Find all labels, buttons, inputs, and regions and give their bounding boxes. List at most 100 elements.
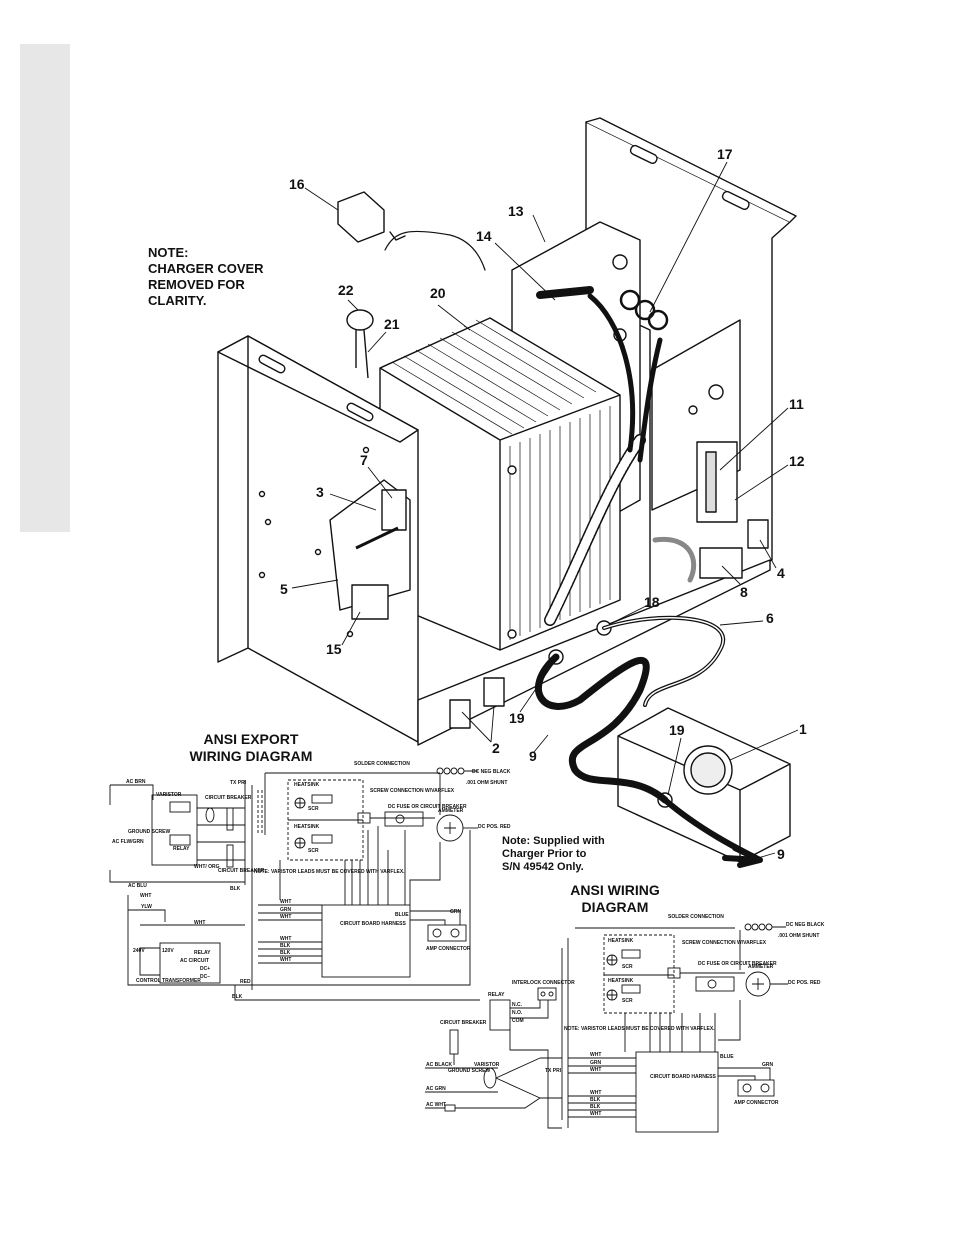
callout-15: 15 (326, 641, 342, 657)
svg-text:CIRCUIT BOARD HARNESS: CIRCUIT BOARD HARNESS (340, 921, 407, 927)
front-slot-1 (258, 354, 286, 374)
fuse-element (705, 451, 717, 513)
svg-text:WHT: WHT (194, 920, 205, 926)
svg-text:WHT: WHT (590, 1052, 601, 1058)
callout-19a: 19 (509, 710, 525, 726)
connector-8 (699, 547, 743, 579)
svg-text:SOLDER CONNECTION: SOLDER CONNECTION (354, 761, 410, 767)
svg-text:GROUND SCREW: GROUND SCREW (448, 1068, 491, 1074)
switch-2 (483, 677, 505, 707)
svg-text:GRN: GRN (280, 907, 292, 913)
svg-text:HEATSINK: HEATSINK (294, 824, 320, 830)
svg-text:BLK: BLK (280, 950, 291, 956)
base-plate (417, 559, 771, 746)
svg-text:BLK: BLK (230, 886, 241, 892)
terminal-block (351, 584, 389, 620)
core-bolt-2 (507, 629, 517, 639)
svg-text:240V: 240V (133, 948, 145, 954)
cable-17 (637, 337, 663, 463)
svg-text:YLW: YLW (141, 904, 152, 910)
back-slot-2 (721, 190, 750, 210)
ground-cord (652, 536, 697, 583)
callout-5: 5 (280, 581, 288, 597)
svg-text:AMP CONNECTOR: AMP CONNECTOR (426, 946, 471, 952)
svg-text:BLK: BLK (590, 1104, 601, 1110)
svg-text:WHT: WHT (590, 1090, 601, 1096)
callout-12: 12 (789, 453, 805, 469)
svg-text:BLK: BLK (590, 1097, 601, 1103)
svg-text:SCREW CONNECTION W/VARFLEX: SCREW CONNECTION W/VARFLEX (682, 940, 767, 946)
svg-text:N.C.: N.C. (512, 1002, 523, 1008)
svg-text:VARISTOR: VARISTOR (474, 1062, 500, 1068)
back-panel-lip (585, 117, 797, 223)
transformer-edges (379, 367, 621, 650)
core-bolt (507, 465, 517, 475)
callout-3: 3 (316, 484, 324, 500)
svg-text:RED: RED (240, 979, 251, 985)
callout-11: 11 (789, 396, 804, 412)
switch-1 (449, 699, 471, 729)
svg-text:GRN: GRN (762, 1062, 774, 1068)
svg-text:DC NEG BLACK: DC NEG BLACK (786, 922, 825, 928)
ansi-export-title: ANSI EXPORT WIRING DIAGRAM (189, 731, 313, 764)
relay-block (381, 489, 407, 531)
svg-text:AC FLW/GRN: AC FLW/GRN (112, 839, 144, 845)
svg-text:CIRCUIT BREAKER: CIRCUIT BREAKER (218, 868, 265, 874)
svg-text:SCR: SCR (308, 806, 319, 812)
callout-6: 6 (766, 610, 774, 626)
svg-text:BLUE: BLUE (720, 1054, 734, 1060)
callout-14: 14 (476, 228, 492, 244)
front-slot-2 (346, 402, 374, 422)
svg-text:HEATSINK: HEATSINK (608, 978, 634, 984)
ansi-wiring-schematic (425, 923, 788, 1133)
svg-text:DC−: DC− (200, 974, 210, 980)
svg-text:BLUE: BLUE (395, 912, 409, 918)
dc-cable (534, 653, 669, 804)
supplied-note: Note: Supplied with Charger Prior to S/N… (502, 835, 605, 873)
callout-16: 16 (289, 176, 305, 192)
svg-text:120V: 120V (162, 948, 174, 954)
callout-9a: 9 (529, 748, 537, 764)
svg-text:SCR: SCR (622, 964, 633, 970)
callout-8: 8 (740, 584, 748, 600)
svg-text:INTERLOCK CONNECTOR: INTERLOCK CONNECTOR (512, 980, 575, 986)
callout-2: 2 (492, 740, 500, 756)
svg-text:HEATSINK: HEATSINK (294, 782, 320, 788)
callout-21: 21 (384, 316, 400, 332)
svg-text:DC POS. RED: DC POS. RED (478, 824, 511, 830)
svg-text:WHT: WHT (590, 1067, 601, 1073)
svg-text:CIRCUIT BOARD HARNESS: CIRCUIT BOARD HARNESS (650, 1074, 717, 1080)
svg-text:SCREW CONNECTION W/VARFLEX: SCREW CONNECTION W/VARFLEX (370, 788, 455, 794)
callout-13: 13 (508, 203, 524, 219)
svg-text:SCR: SCR (308, 848, 319, 854)
svg-text:NOTE: VARISTOR LEADS MUST BE C: NOTE: VARISTOR LEADS MUST BE COVERED WIT… (564, 1026, 715, 1032)
svg-text:AC BLU: AC BLU (128, 883, 147, 889)
svg-text:.001 OHM SHUNT: .001 OHM SHUNT (778, 933, 819, 939)
svg-text:BLK: BLK (280, 943, 291, 949)
svg-text:GRN: GRN (590, 1060, 602, 1066)
svg-text:WHT: WHT (590, 1111, 601, 1117)
mount-nut (612, 254, 628, 270)
svg-text:DC POS. RED: DC POS. RED (788, 980, 821, 986)
dc-cable-end (662, 797, 763, 868)
svg-text:WHT/ ORG: WHT/ ORG (194, 864, 220, 870)
svg-text:RELAY: RELAY (194, 950, 211, 956)
bracket-nut (708, 384, 724, 400)
varistor-22 (346, 309, 374, 331)
connector-4 (747, 519, 769, 549)
svg-text:AMMETER: AMMETER (748, 964, 774, 970)
svg-text:RELAY: RELAY (173, 846, 190, 852)
callout-22: 22 (338, 282, 354, 298)
callout-20: 20 (430, 285, 446, 301)
svg-text:AC BLACK: AC BLACK (426, 1062, 452, 1068)
pin (355, 526, 399, 550)
callout-17: 17 (717, 146, 733, 162)
svg-text:NOTE: VARISTOR LEADS MUST BE C: NOTE: VARISTOR LEADS MUST BE COVERED WIT… (254, 869, 405, 875)
svg-text:DC FUSE OR CIRCUIT BREAKER: DC FUSE OR CIRCUIT BREAKER (388, 804, 467, 810)
callout-7: 7 (360, 452, 368, 468)
svg-text:TX PRI: TX PRI (230, 780, 247, 786)
svg-text:GROUND SCREW: GROUND SCREW (128, 829, 171, 835)
back-slot-1 (629, 144, 658, 164)
svg-text:WHT: WHT (280, 936, 291, 942)
svg-text:WHT: WHT (280, 957, 291, 963)
